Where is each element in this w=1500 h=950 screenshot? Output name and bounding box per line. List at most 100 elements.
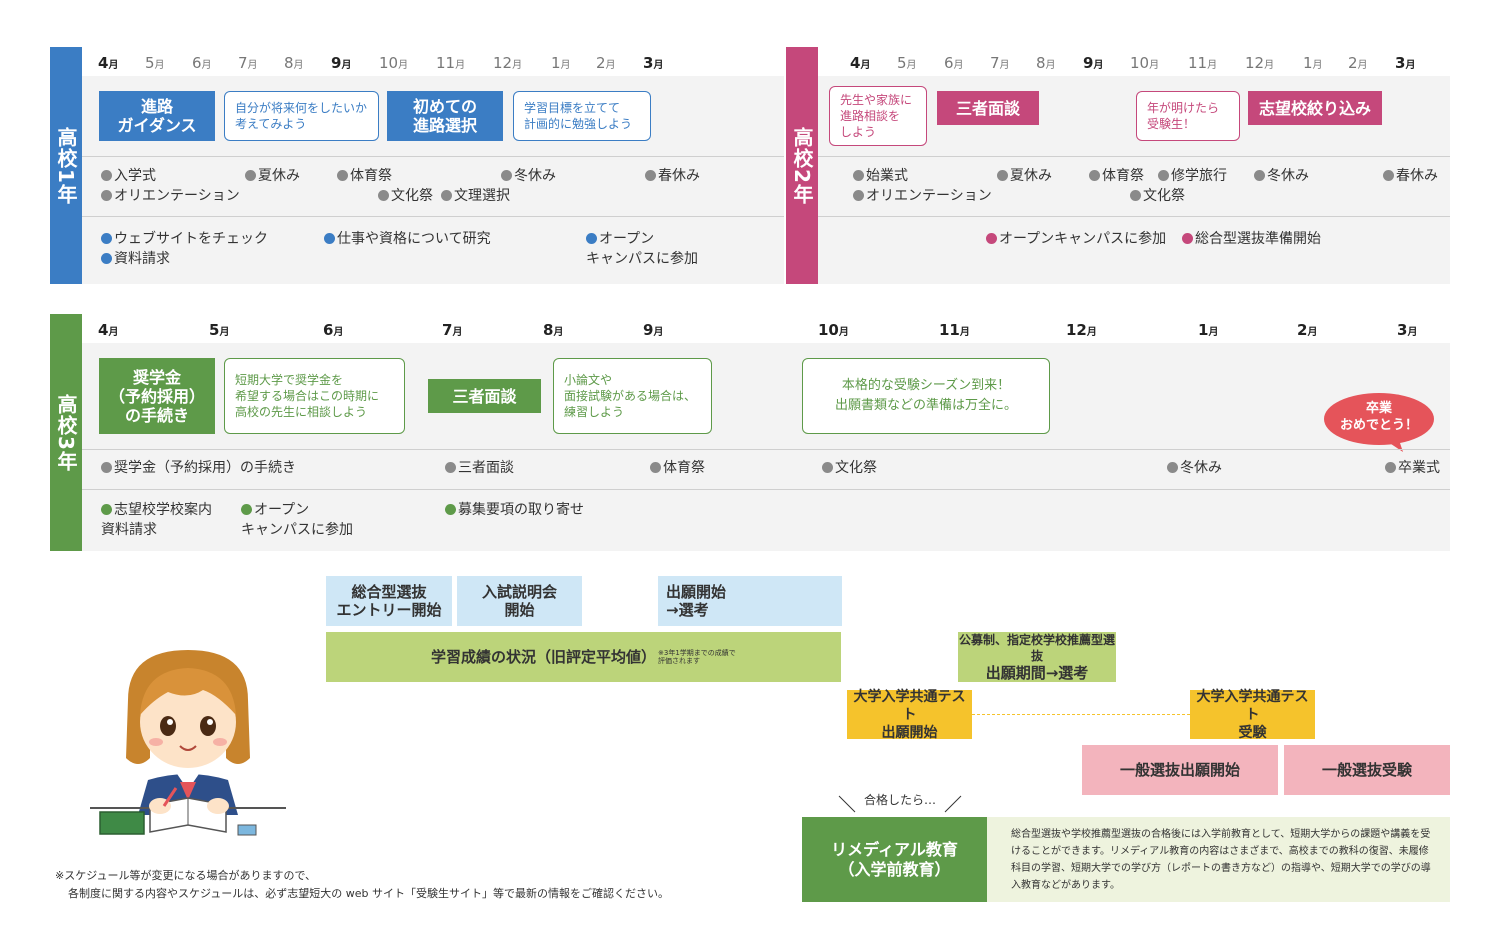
event-sports: 体育祭 xyxy=(1089,166,1144,186)
remedial-description-box: 総合型選抜や学校推薦型選抜の合格後には入学前教育として、短期大学からの課題や講義… xyxy=(987,817,1450,902)
event-meeting: 三者面談 xyxy=(445,458,514,478)
month-label: 6月 xyxy=(944,54,964,72)
action-research: 仕事や資格について研究 xyxy=(324,229,491,249)
month-label: 1月 xyxy=(1198,321,1219,339)
divider xyxy=(82,489,1450,490)
month-label: 5月 xyxy=(897,54,917,72)
month-label: 8月 xyxy=(284,54,304,72)
recommendation-period: 出願期間→選考 xyxy=(985,664,1089,682)
action-guidelines: 募集要項の取り寄せ xyxy=(445,500,584,520)
event-culture: 文化祭 xyxy=(822,458,877,478)
month-label: 9月 xyxy=(643,321,664,339)
month-label: 12月 xyxy=(1066,321,1097,339)
month-label: 6月 xyxy=(323,321,344,339)
event-course-select: 文理選択 xyxy=(441,186,510,206)
divider xyxy=(82,216,784,217)
grade-status-note: ※3年1学期までの成績で評価されます xyxy=(658,649,736,665)
month-label: 9月 xyxy=(331,54,352,72)
remedial-description: 総合型選抜や学校推薦型選抜の合格後には入学前教育として、短期大学からの課題や講義… xyxy=(1011,829,1431,891)
event-culture: 文化祭 xyxy=(1130,186,1185,206)
month-label: 10月 xyxy=(1130,54,1160,72)
callout-consult: 先生や家族に 進路相談を しよう xyxy=(829,86,927,146)
month-label: 5月 xyxy=(209,321,230,339)
action-brochure: 志望校学校案内 資料請求 xyxy=(101,502,212,538)
month-label: 12月 xyxy=(1245,54,1275,72)
three-party-meeting-box: 三者面談 xyxy=(428,379,541,413)
event-spring: 春休み xyxy=(645,166,700,186)
month-label: 10月 xyxy=(379,54,409,72)
year3-label: 高校3年 xyxy=(50,314,82,551)
event-sports: 体育祭 xyxy=(650,458,705,478)
year1-month-row xyxy=(82,47,784,76)
scholarship-box: 奨学金 （予約採用） の手続き xyxy=(99,358,215,434)
year2-months: 4月 5月 6月 7月 8月 9月 10月 11月 12月 1月 2月 3月 xyxy=(0,54,1500,74)
action-open-campus: オープン キャンパスに参加 xyxy=(586,231,698,267)
event-winter: 冬休み xyxy=(1254,166,1309,186)
month-label: 12月 xyxy=(493,54,523,72)
divider xyxy=(818,156,1450,157)
event-orientation: オリエンテーション xyxy=(101,186,240,206)
common-test-apply-box: 大学入学共通テスト 出願開始 xyxy=(847,689,972,741)
recommendation-box: 公募制、指定校学校推薦型選抜 出願期間→選考 xyxy=(958,632,1116,682)
graduation-bubble-text: 卒業 おめでとう！ xyxy=(1339,401,1418,433)
event-winter: 冬休み xyxy=(501,166,556,186)
event-entrance: 入学式 xyxy=(101,166,156,186)
month-label: 6月 xyxy=(192,54,212,72)
grade-status-bar: 学習成績の状況（旧評定平均値） ※3年1学期までの成績で評価されます xyxy=(326,632,841,682)
callout-exam-year: 年が明けたら 受験生！ xyxy=(1136,91,1240,141)
month-label: 8月 xyxy=(1036,54,1056,72)
year2-month-row xyxy=(818,47,1450,76)
dashed-connector xyxy=(972,714,1190,715)
common-test-exam-box: 大学入学共通テスト 受験 xyxy=(1190,689,1315,741)
month-label: 3月 xyxy=(1395,54,1416,72)
application-box: 出願開始 →選考 xyxy=(658,576,842,626)
callout-think-future: 自分が将来何をしたいか 考えてみよう xyxy=(224,91,379,141)
first-career-choice-box: 初めての 進路選択 xyxy=(387,91,503,141)
month-label: 8月 xyxy=(543,321,564,339)
action-open-campus: オープンキャンパスに参加 xyxy=(986,229,1166,249)
info-session-box: 入試説明会 開始 xyxy=(457,576,582,626)
action-website: ウェブサイトをチェック xyxy=(101,229,268,249)
event-spring: 春休み xyxy=(1383,166,1438,186)
month-label: 3月 xyxy=(643,54,664,72)
month-label: 2月 xyxy=(1348,54,1368,72)
event-orientation: オリエンテーション xyxy=(853,186,992,206)
action-open-campus: オープン キャンパスに参加 xyxy=(241,502,353,538)
event-culture: 文化祭 xyxy=(378,186,433,206)
graduation-bubble: 卒業 おめでとう！ xyxy=(1323,392,1435,454)
callout-study-plan: 学習目標を立てて 計画的に勉強しよう xyxy=(513,91,651,141)
event-winter: 冬休み xyxy=(1167,458,1222,478)
month-label: 3月 xyxy=(1397,321,1418,339)
narrow-schools-box: 志望校絞り込み xyxy=(1248,91,1382,125)
month-label: 9月 xyxy=(1083,54,1104,72)
ao-entry-box: 総合型選抜 エントリー開始 xyxy=(326,576,452,626)
footer-note-2: 各制度に関する内容やスケジュールは、必ず志望短大の web サイト「受験生サイト… xyxy=(68,887,669,900)
sparkle-lines-icon xyxy=(838,795,962,813)
event-sports: 体育祭 xyxy=(337,166,392,186)
event-graduation: 卒業式 xyxy=(1385,458,1440,478)
year2-label: 高校2年 xyxy=(786,47,818,284)
year1-months: 4月 5月 6月 7月 8月 9月 10月 11月 12月 1月 2月 3月 xyxy=(0,54,784,74)
grade-status-label: 学習成績の状況（旧評定平均値） xyxy=(430,648,656,666)
divider xyxy=(818,216,1450,217)
general-apply-box: 一般選抜出願開始 xyxy=(1082,745,1278,795)
passed-caption: 合格したら… xyxy=(835,790,965,820)
month-label: 4月 xyxy=(98,54,119,72)
year3-months: 4月 5月 6月 7月 8月 9月 10月 11月 12月 1月 2月 3月 xyxy=(0,321,1500,341)
month-label: 1月 xyxy=(551,54,571,72)
career-guidance-box: 進路 ガイダンス xyxy=(99,91,215,141)
callout-scholarship: 短期大学で奨学金を 希望する場合はこの時期に 高校の先生に相談しよう xyxy=(224,358,405,434)
month-label: 10月 xyxy=(818,321,849,339)
month-label: 11月 xyxy=(436,54,466,72)
footer-note-1: ※スケジュール等が変更になる場合がありますので、 xyxy=(55,869,317,882)
month-label: 7月 xyxy=(990,54,1010,72)
year1-label: 高校1年 xyxy=(50,47,82,284)
student-illustration-icon xyxy=(90,650,286,836)
event-scholarship: 奨学金（予約採用）の手続き xyxy=(101,458,296,478)
month-label: 11月 xyxy=(1188,54,1218,72)
action-brochure: 資料請求 xyxy=(101,249,170,269)
callout-exam-season: 本格的な受験シーズン到来！ 出願書類などの準備は万全に。 xyxy=(802,358,1050,434)
divider xyxy=(82,156,784,157)
passed-text: 合格したら… xyxy=(863,793,936,807)
recommendation-title: 公募制、指定校学校推薦型選抜 xyxy=(958,633,1115,663)
